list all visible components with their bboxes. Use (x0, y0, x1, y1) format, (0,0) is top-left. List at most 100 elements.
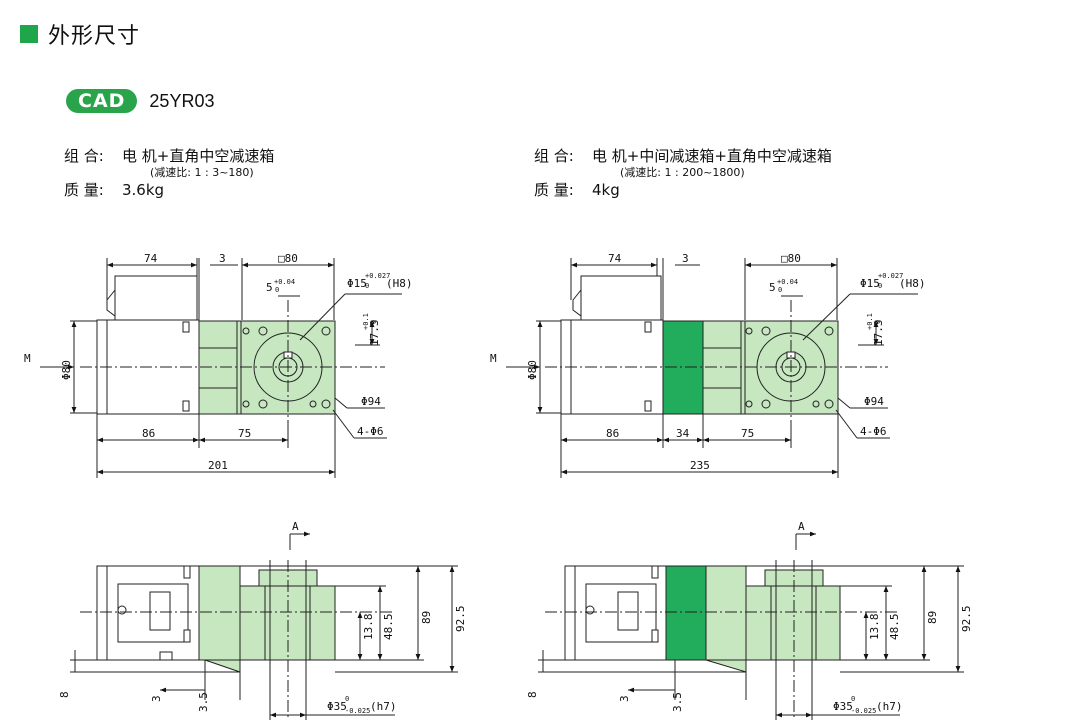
combo-value: 电 机+中间减速箱+直角中空减速箱 (592, 147, 832, 165)
dim-M: M (490, 352, 497, 365)
dim-5-tol: +0.04 (777, 278, 798, 286)
section-A: A (798, 520, 805, 533)
section-title: 外形尺寸 (20, 18, 140, 50)
section-title-text: 外形尺寸 (48, 24, 141, 49)
dim-17-tol: +0.1 (362, 313, 370, 330)
dim-201: 201 (208, 459, 228, 472)
dim-13-8: 13.8 (362, 614, 375, 641)
dim-phi80: Φ80 (526, 360, 539, 380)
model-number: 25YR03 (149, 90, 215, 111)
right-front-labels: 74 3 □80 5 +0.04 0 Φ15 +0.027 0 (H8) 17.… (490, 252, 926, 472)
dim-235: 235 (690, 459, 710, 472)
nameplate (617, 591, 639, 631)
dim-17-tol2: 0 (874, 320, 882, 324)
nameplate (149, 591, 171, 631)
dim-3-5: 3.5 (671, 692, 684, 712)
dim-34: 34 (676, 427, 690, 440)
dim-8: 8 (58, 691, 71, 698)
combo-value: 电 机+直角中空减速箱 (122, 147, 275, 165)
dim-M: M (24, 352, 31, 365)
left-side-labels: A 13.8 48.5 89 92.5 8 3 3.5 Φ35 0 -0.025… (58, 520, 467, 715)
dim-74: 74 (608, 252, 622, 265)
dim-15-tol2: 0 (878, 282, 882, 290)
dim-15-fit: (H8) (899, 277, 926, 290)
dim-3: 3 (682, 252, 689, 265)
dim-89: 89 (420, 611, 433, 624)
dim-8: 8 (526, 691, 539, 698)
mass-label: 质 量: (64, 181, 104, 199)
ratio-text: (减速比: 1 : 3~180) (150, 166, 254, 179)
dim-5-tol2: 0 (275, 286, 279, 294)
dim-92-5: 92.5 (960, 606, 973, 633)
dim-48-5: 48.5 (888, 614, 901, 641)
intermediate-gearbox (665, 565, 707, 661)
dim-15: Φ15 (860, 277, 880, 290)
combo-label: 组 合: (534, 147, 574, 165)
dim-86: 86 (142, 427, 155, 440)
cad-button[interactable]: CAD (66, 89, 138, 113)
dim-75: 75 (741, 427, 754, 440)
right-spec: 组 合: 电 机+中间减速箱+直角中空减速箱 (减速比: 1 : 200~1800… (534, 146, 832, 200)
dim-86: 86 (606, 427, 619, 440)
dim-17-tol: +0.1 (866, 313, 874, 330)
dim-15-fit: (H8) (386, 277, 413, 290)
dim-5: 5 (266, 281, 273, 294)
dim-phi35-fit: (h7) (370, 700, 397, 713)
dim-5: 5 (769, 281, 776, 294)
section-marker (20, 25, 38, 43)
dim-phi35-tol: 0 (851, 695, 855, 703)
left-front-labels: 74 3 □80 5 +0.04 0 Φ15 +0.027 0 (H8) 17.… (24, 252, 413, 472)
dim-74: 74 (144, 252, 158, 265)
dim-15-tol: +0.027 (878, 272, 903, 280)
right-front-view (506, 258, 918, 478)
dim-phi35-tol2: -0.025 (851, 707, 876, 715)
dim-80sq: □80 (781, 252, 801, 265)
dim-holes: 4-Φ6 (860, 425, 887, 438)
dim-15-tol2: 0 (365, 282, 369, 290)
ratio-text: (减速比: 1 : 200~1800) (620, 166, 745, 179)
dim-holes: 4-Φ6 (357, 425, 384, 438)
dim-94: Φ94 (864, 395, 884, 408)
right-side-labels: A 13.8 48.5 89 92.5 8 3 3.5 Φ35 0 -0.025… (526, 520, 973, 715)
left-front-view (40, 258, 402, 478)
left-side-view (70, 531, 458, 720)
mass-label: 质 量: (534, 181, 574, 199)
cad-row: CAD 25YR03 (66, 89, 214, 113)
dim-17-tol2: 0 (370, 320, 378, 324)
dim-3: 3 (219, 252, 226, 265)
dim-75: 75 (238, 427, 251, 440)
dim-15: Φ15 (347, 277, 367, 290)
mount-holes (242, 326, 331, 409)
dim-13-8: 13.8 (868, 614, 881, 641)
motor-side (564, 565, 668, 661)
dim-phi35: Φ35 (833, 700, 853, 713)
mount-holes (745, 326, 834, 409)
dim-phi35-tol2: -0.025 (345, 707, 370, 715)
dim-92-5: 92.5 (454, 606, 467, 633)
dim-48-5: 48.5 (382, 614, 395, 641)
mass-value: 3.6kg (122, 181, 165, 199)
dim-80sq: □80 (278, 252, 298, 265)
dim-17: 17.3 (368, 320, 381, 347)
dim-3b: 3 (618, 695, 631, 702)
right-side-view (538, 531, 964, 720)
terminal-box (580, 275, 662, 321)
dim-89: 89 (926, 611, 939, 624)
dim-phi35: Φ35 (327, 700, 347, 713)
dim-5-tol2: 0 (778, 286, 782, 294)
dim-17: 17.3 (872, 320, 885, 347)
dim-94: Φ94 (361, 395, 381, 408)
dim-15-tol: +0.027 (365, 272, 390, 280)
dim-phi35-fit: (h7) (876, 700, 903, 713)
section-A: A (292, 520, 299, 533)
dim-3-5: 3.5 (197, 692, 210, 712)
dim-5-tol: +0.04 (274, 278, 295, 286)
left-spec: 组 合: 电 机+直角中空减速箱 (减速比: 1 : 3~180) 质 量: 3.6… (64, 146, 274, 200)
dim-3b: 3 (150, 695, 163, 702)
dim-phi35-tol: 0 (345, 695, 349, 703)
dim-phi80: Φ80 (60, 360, 73, 380)
terminal-box (114, 275, 198, 321)
combo-label: 组 合: (64, 147, 104, 165)
mass-value: 4kg (592, 181, 620, 199)
